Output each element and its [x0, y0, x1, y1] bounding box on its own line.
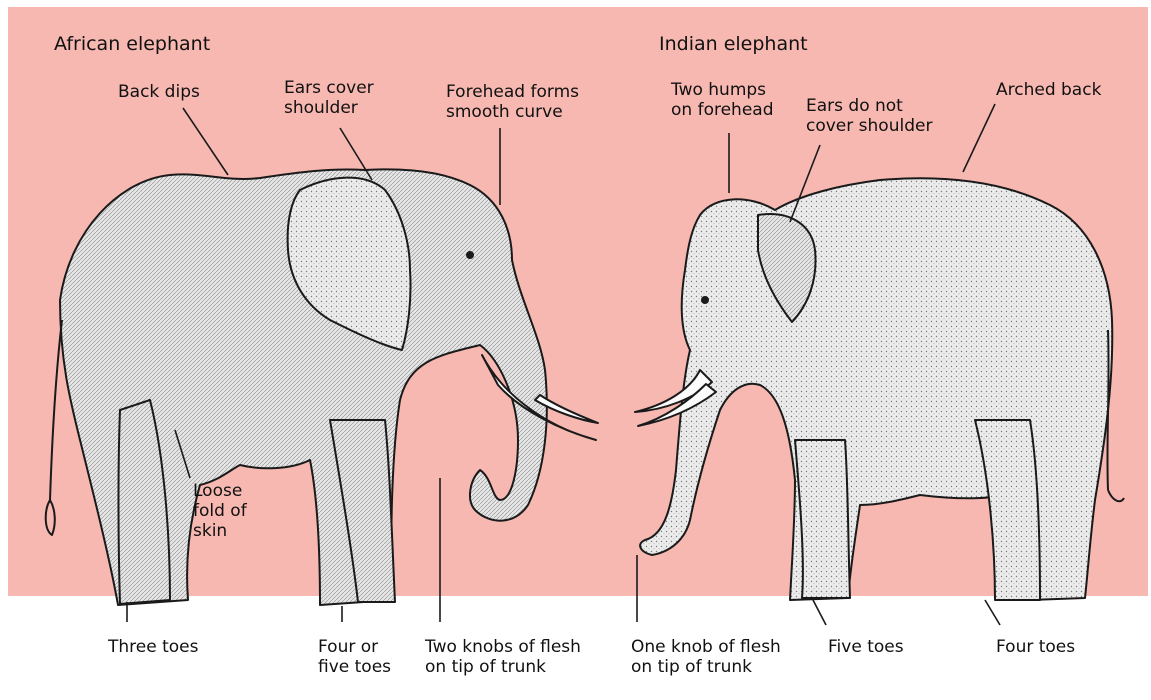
label-four-toes: Four toes: [996, 637, 1075, 657]
label-forehead-curve: Forehead forms smooth curve: [446, 82, 579, 122]
label-ears-not-cover: Ears do not cover shoulder: [806, 96, 932, 136]
label-one-knob: One knob of flesh on tip of trunk: [631, 637, 781, 677]
label-five-toes: Five toes: [828, 637, 904, 657]
indian-leg-front: [795, 440, 850, 598]
african-elephant-title: African elephant: [54, 34, 210, 54]
leader-five-toes: [813, 600, 826, 625]
african-elephant: [46, 169, 598, 605]
label-arched-back: Arched back: [996, 80, 1101, 100]
indian-eye: [702, 297, 708, 303]
label-four-or-five-toes: Four or five toes: [318, 637, 391, 677]
african-tail: [46, 320, 62, 535]
leader-four-toes: [985, 600, 1000, 625]
indian-leg-back: [975, 420, 1040, 600]
indian-elephant-title: Indian elephant: [659, 34, 808, 54]
label-loose-fold: Loose fold of skin: [193, 481, 247, 541]
label-three-toes: Three toes: [108, 637, 198, 657]
african-eye: [467, 252, 473, 258]
label-ears-cover: Ears cover shoulder: [284, 78, 374, 118]
label-back-dips: Back dips: [118, 82, 200, 102]
label-two-humps: Two humps on forehead: [671, 80, 773, 120]
indian-elephant: [635, 178, 1124, 600]
leader-back-dips: [183, 108, 228, 175]
leader-arched-back: [963, 104, 995, 172]
label-two-knobs: Two knobs of flesh on tip of trunk: [425, 637, 581, 677]
